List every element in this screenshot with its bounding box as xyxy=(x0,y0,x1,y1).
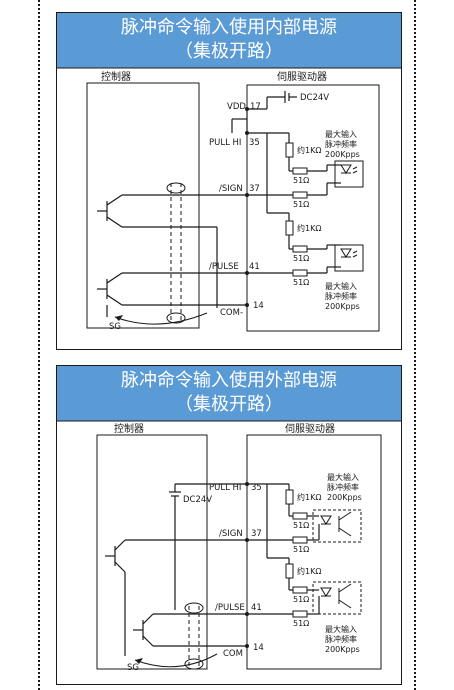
right-dotted-border xyxy=(414,0,416,690)
sign-pin-2: 37 xyxy=(251,529,262,539)
optocoupler-top xyxy=(334,160,364,188)
r51-4-label: 51Ω xyxy=(293,278,309,287)
resistor2-51-1 xyxy=(292,512,308,520)
driver-box-2 xyxy=(246,434,382,670)
max-bot-3: 200Kpps xyxy=(325,302,360,311)
com-label: COM- xyxy=(220,308,243,318)
com-pin-2: 14 xyxy=(253,643,264,653)
controller-label: 控制器 xyxy=(101,70,131,83)
resistor-51-3 xyxy=(292,245,308,253)
circuit-external: 控制器 伺服驱动器 PULL HI 35 DC24V 约1KΩ 51Ω xyxy=(57,420,401,673)
r1k-bottom-label-2: 约1KΩ xyxy=(297,566,321,576)
optocoupler2-top xyxy=(312,509,362,543)
ground-return-arc xyxy=(114,312,208,325)
optocoupler2-bottom xyxy=(312,581,362,615)
r1k-top-label: 约1KΩ xyxy=(297,145,321,155)
resistor2-51-4 xyxy=(292,610,308,618)
pulse-label: /PULSE xyxy=(209,262,239,272)
sign-label-2: /SIGN xyxy=(219,529,243,539)
controller-box-2 xyxy=(96,434,208,670)
panel-external-title: 脉冲命令输入使用外部电源 xyxy=(121,370,337,391)
max-bot-3-2: 200Kpps xyxy=(325,645,360,654)
max-top-1: 最大输入 xyxy=(325,129,357,139)
pulse-pin-2: 41 xyxy=(251,603,262,613)
ground-return-arc-2 xyxy=(134,653,218,668)
resistor2-51-2 xyxy=(292,536,308,544)
driver-label-2: 伺服驱动器 xyxy=(285,422,335,435)
controller-box xyxy=(86,82,200,329)
sg-label-2: SG xyxy=(127,663,139,673)
resistor-51-4 xyxy=(292,269,308,277)
pullhi-pin-2: 35 xyxy=(251,483,262,493)
optocoupler-bottom xyxy=(334,244,364,272)
sign-pin: 37 xyxy=(249,184,260,194)
r51-3-label: 51Ω xyxy=(293,254,309,263)
r1k-top-label-2: 约1KΩ xyxy=(297,492,321,502)
dc24v-label: DC24V xyxy=(300,93,329,103)
vdd-pin: 17 xyxy=(250,102,261,112)
r51-1-label: 51Ω xyxy=(293,176,309,185)
com-label-2: COM xyxy=(223,649,243,659)
panel-external-subtitle: （集极开路） xyxy=(175,394,283,415)
max-top-2: 脉冲频率 xyxy=(325,139,357,149)
pullhi-label: PULL HI xyxy=(209,138,241,148)
left-dotted-border xyxy=(38,0,40,690)
max-bot-1-2: 最大输入 xyxy=(325,624,357,634)
dc24v-label-2: DC24V xyxy=(183,495,212,505)
max-top-2-2: 脉冲频率 xyxy=(327,482,359,492)
max-bot-2: 脉冲频率 xyxy=(325,291,357,301)
resistor-51-1 xyxy=(292,167,308,175)
vdd-label: VDD xyxy=(227,102,246,112)
resistor-51-2 xyxy=(292,191,308,199)
pulse-pin: 41 xyxy=(249,262,260,272)
resistor-1k-bottom xyxy=(285,220,294,236)
r51-2-label-2: 51Ω xyxy=(293,545,309,554)
max-bot-2-2: 脉冲频率 xyxy=(325,634,357,644)
r51-4-label-2: 51Ω xyxy=(293,619,309,628)
driver-label: 伺服驱动器 xyxy=(277,70,327,83)
max-bot-1: 最大输入 xyxy=(325,281,357,291)
panel-internal-title: 脉冲命令输入使用内部电源 xyxy=(121,17,337,38)
resistor2-51-3 xyxy=(292,586,308,594)
pulse-label-2: /PULSE xyxy=(215,603,245,613)
driver-box xyxy=(246,84,380,332)
r51-3-label-2: 51Ω xyxy=(293,595,309,604)
r1k-bottom-label: 约1KΩ xyxy=(297,223,321,233)
panel-external-header: 脉冲命令输入使用外部电源 （集极开路） xyxy=(57,366,401,421)
max-top-3: 200Kpps xyxy=(325,150,360,159)
r51-2-label: 51Ω xyxy=(293,200,309,209)
panel-internal-header: 脉冲命令输入使用内部电源 （集极开路） xyxy=(57,13,401,68)
sg-label: SG xyxy=(109,322,121,332)
panel-internal-subtitle: （集极开路） xyxy=(175,41,283,62)
panel-internal-power: 脉冲命令输入使用内部电源 （集极开路） 控制器 伺服驱动器 VDD 17 DC2… xyxy=(56,12,402,350)
pullhi-pin: 35 xyxy=(249,138,260,148)
circuit-internal: 控制器 伺服驱动器 VDD 17 DC24V PULL HI 35 xyxy=(57,67,401,332)
sign-label: /SIGN xyxy=(219,184,243,194)
max-top-1-2: 最大输入 xyxy=(327,472,359,482)
controller-label-2: 控制器 xyxy=(114,422,144,435)
panel-external-power: 脉冲命令输入使用外部电源 （集极开路） 控制器 伺服驱动器 PULL HI 35… xyxy=(56,365,402,685)
com-pin: 14 xyxy=(253,301,264,311)
resistor2-1k-top xyxy=(285,489,294,505)
max-top-3-2: 200Kpps xyxy=(327,493,362,502)
resistor-1k-top xyxy=(285,142,294,158)
r51-1-label-2: 51Ω xyxy=(293,521,309,530)
resistor2-1k-bottom xyxy=(285,563,294,579)
pullhi-label-2: PULL HI xyxy=(209,483,241,493)
